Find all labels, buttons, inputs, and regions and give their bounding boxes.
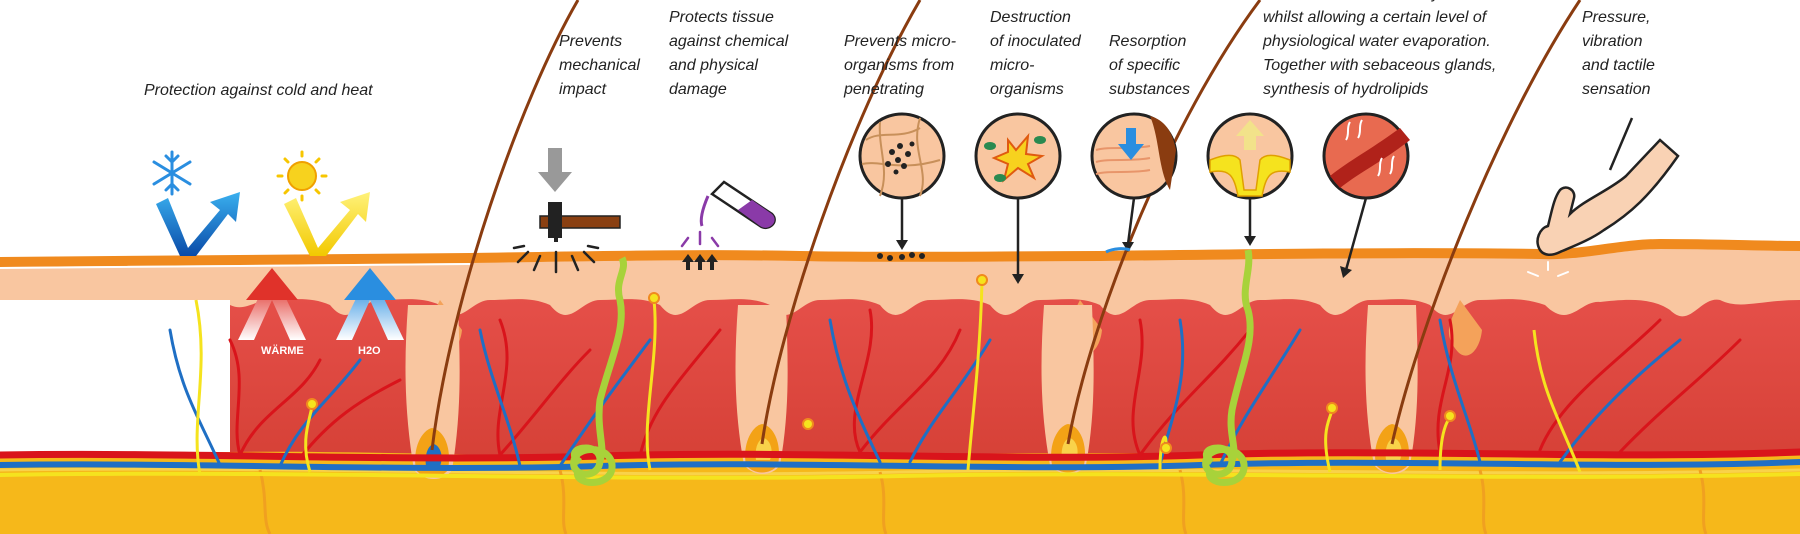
caption-resorption: Resorption of specific substances: [1109, 33, 1190, 98]
chemical-barrier-arrows-icon: [682, 254, 718, 270]
nerve-endings: [306, 274, 1456, 454]
destruction-inset-icon: [974, 112, 1062, 284]
sun-icon: [276, 150, 328, 202]
caption-microorganisms-destruction: Destruction of inoculated micro- organis…: [990, 9, 1081, 98]
epidermis-layer: [0, 238, 1800, 356]
caption-chemical-protection: Protects tissue against chemical and phy…: [669, 9, 789, 98]
impact-burst-icon: [512, 244, 600, 274]
test-tube-icon: [699, 180, 776, 230]
snowflake-icon: [152, 150, 192, 196]
hair-follicle-2: [735, 0, 922, 474]
caption-sensation: Pressure, vibration and tactile sensatio…: [1582, 9, 1655, 98]
caption-microorganisms-penetrating: Prevents micro- organisms from penetrati…: [844, 33, 957, 98]
resorption-inset-icon: [1090, 112, 1178, 254]
sweat-gland-2: [1202, 249, 1254, 486]
impact-arrow-icon: [538, 148, 572, 192]
vessel-inset-icon: [1322, 112, 1410, 278]
hair-follicles: [405, 0, 1582, 479]
heat-arrow-icon: [238, 268, 306, 340]
sweat-gland-1: [570, 256, 627, 486]
heat-arrow-label: WÄRME: [261, 345, 304, 357]
water-arrow-icon: [336, 268, 404, 340]
caption-dehydration: Prevents excessive dehydration, whilst a…: [1263, 0, 1497, 98]
water-arrow-label: H2O: [358, 345, 381, 357]
hammer-icon: [539, 202, 621, 242]
finger-icon: [1527, 117, 1680, 277]
caption-thermal-protection: Protection against cold and heat: [144, 82, 373, 99]
evaporation-inset-icon: [1206, 112, 1294, 246]
chemical-burst-icon: [680, 230, 720, 248]
microorganism-inset-icon: [858, 112, 946, 261]
blood-vessels: [0, 308, 1800, 480]
caption-mechanical-impact: Prevents mechanical impact: [559, 33, 640, 98]
cold-reflect-arrow-icon: [156, 192, 240, 256]
heat-reflect-arrow-icon: [284, 192, 370, 256]
